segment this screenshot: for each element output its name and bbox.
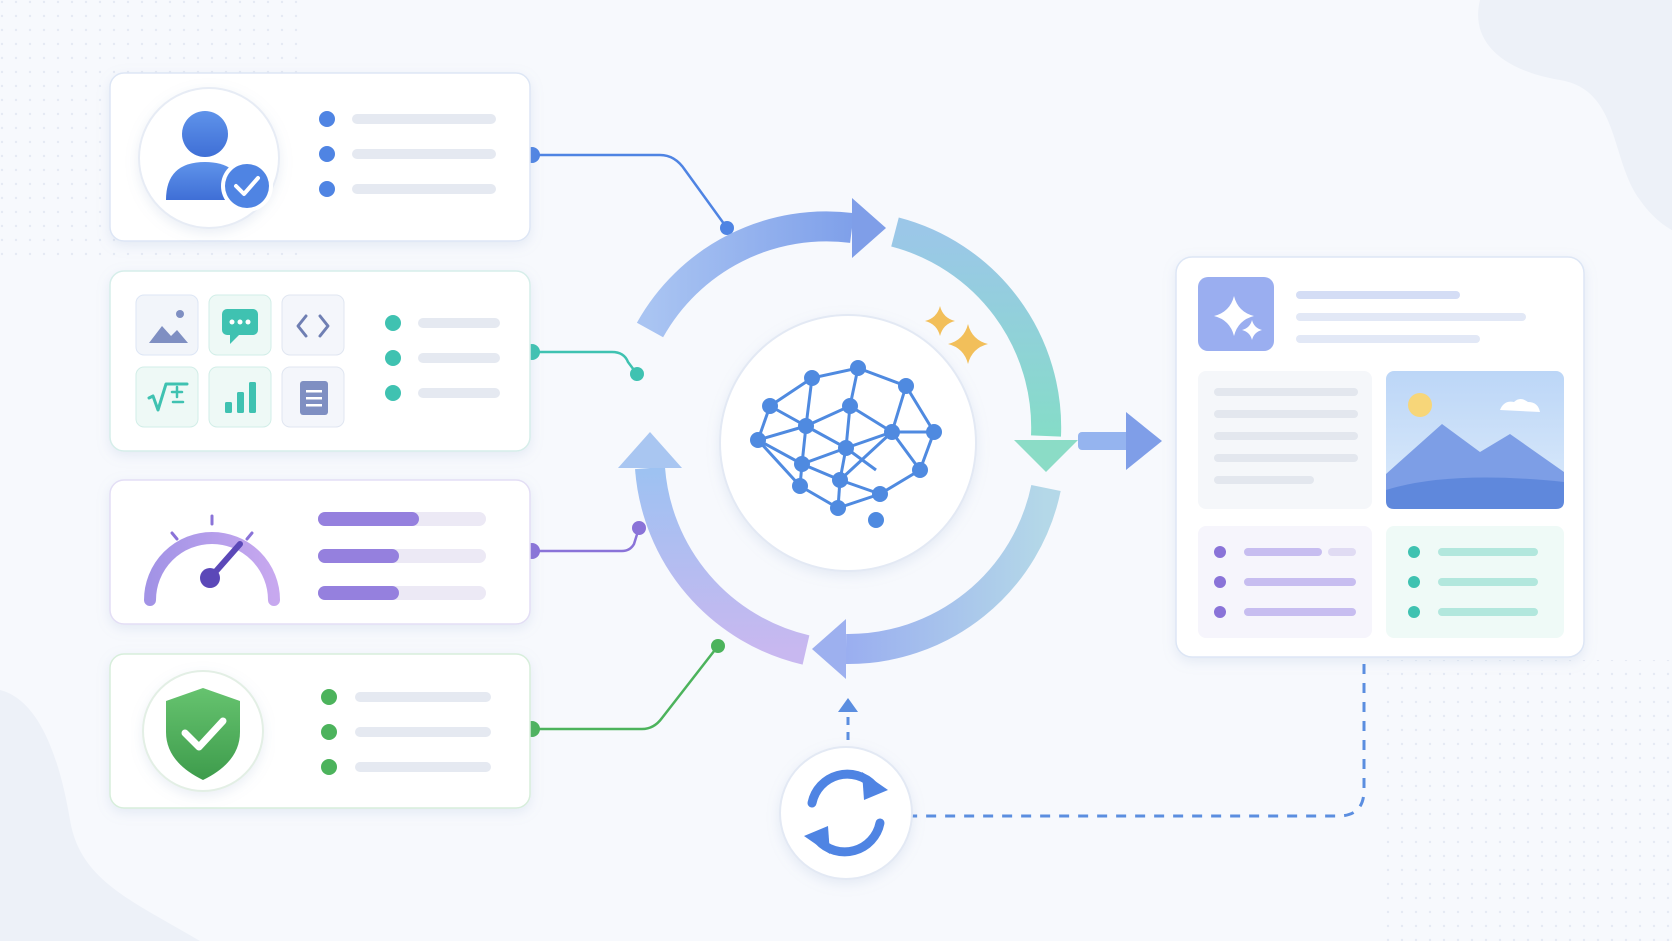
output-card <box>1175 256 1585 658</box>
sparkle-icon <box>925 306 988 364</box>
ai-sparkle-badge <box>1198 277 1274 351</box>
code-icon <box>281 294 345 356</box>
neural-network-nodes <box>750 360 942 528</box>
speedometer-icon <box>144 514 280 606</box>
image-icon <box>135 294 199 356</box>
card-modalities <box>109 270 531 452</box>
output-list-left <box>1198 526 1372 638</box>
progress-bar-2 <box>318 549 399 563</box>
feedback-circle <box>779 746 913 880</box>
card-security <box>109 653 531 809</box>
landscape-image-icon <box>1386 371 1564 509</box>
progress-bar-1 <box>318 512 419 526</box>
formula-icon <box>135 366 199 428</box>
security-list <box>321 689 491 775</box>
modalities-list <box>385 315 500 401</box>
output-text-block <box>1198 371 1372 509</box>
chat-bubble-icon <box>208 294 272 356</box>
feedback-dashed-path <box>838 664 1366 818</box>
shield-check-icon <box>166 688 240 780</box>
output-list-right <box>1386 526 1564 638</box>
progress-bar-3 <box>318 586 399 600</box>
blob-bottom-left <box>0 690 200 941</box>
output-arrow <box>1078 412 1162 470</box>
document-icon <box>281 366 345 428</box>
user-details-list <box>319 111 496 197</box>
bar-chart-icon <box>208 366 272 428</box>
card-user <box>109 72 531 242</box>
performance-bars <box>318 512 486 600</box>
verified-user-icon <box>166 111 273 212</box>
circular-process-arrows <box>618 198 1078 679</box>
blob-top-right <box>1478 0 1672 230</box>
dot-pattern-bottom-right <box>1380 660 1672 941</box>
card-performance <box>109 479 531 625</box>
refresh-arrowheads <box>804 772 888 854</box>
output-header-lines <box>1296 291 1526 343</box>
